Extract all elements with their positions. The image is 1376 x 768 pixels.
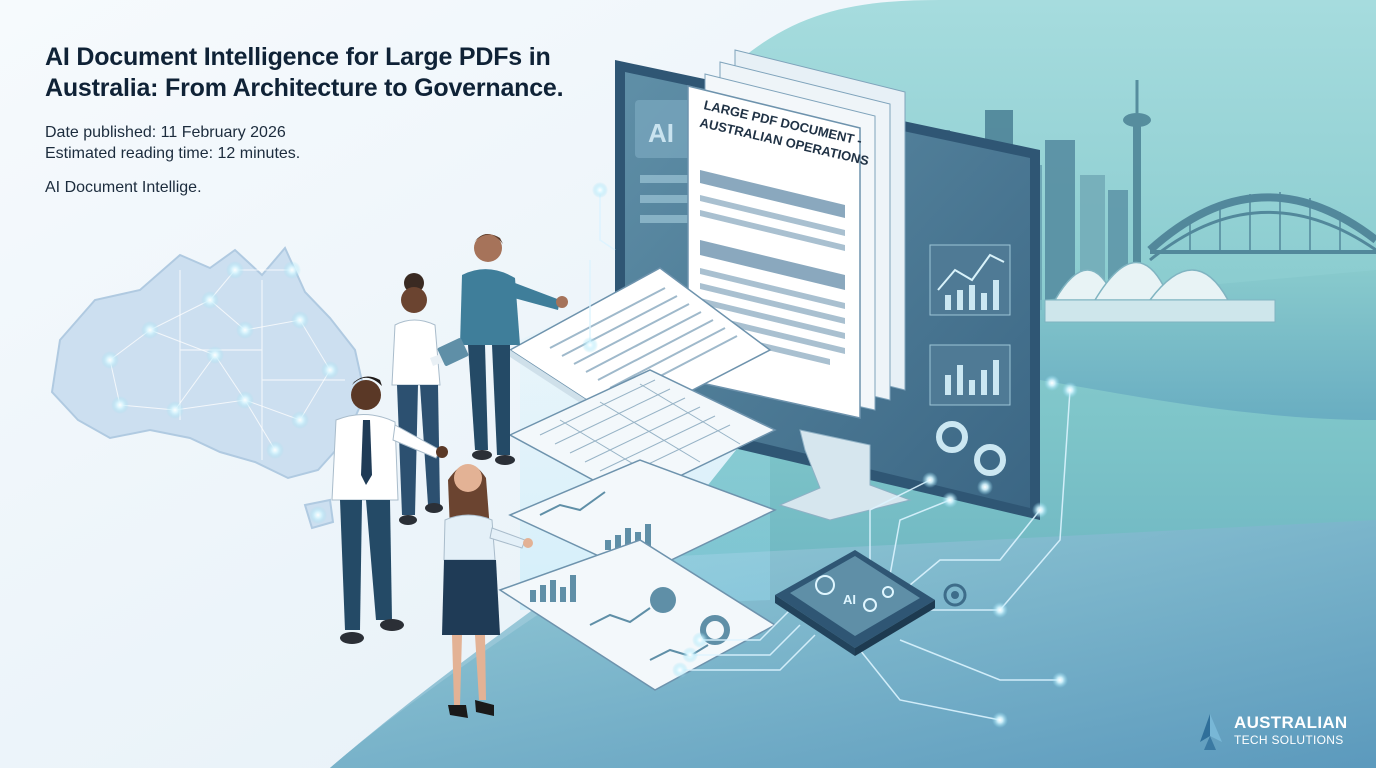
- reading-time: Estimated reading time: 12 minutes.: [45, 145, 301, 162]
- person-woman-navy-skirt: [442, 464, 533, 718]
- logo-name: AUSTRALIAN: [1234, 713, 1348, 732]
- circuit-lines: [589, 190, 1071, 721]
- logo-mark-icon: [1200, 714, 1222, 750]
- article-meta: Date published: 11 February 2026 Estimat…: [45, 122, 605, 164]
- person-man-teal-sweater: [460, 233, 568, 465]
- person-woman-with-tablet: [391, 273, 469, 525]
- date-published: Date published: 11 February 2026: [45, 124, 286, 141]
- article-title: AI Document Intelligence for Large PDFs …: [45, 43, 564, 102]
- article-tagline: AI Document Intellige.: [45, 179, 202, 196]
- company-logo: AUSTRALIAN TECH SOLUTIONS: [1196, 712, 1366, 752]
- article-header: AI Document Intelligence for Large PDFs …: [45, 42, 605, 198]
- australia-map: [50, 246, 367, 530]
- person-man-with-tie: [331, 376, 448, 644]
- svg-text:AI: AI: [648, 118, 674, 148]
- floating-pages: [498, 267, 777, 691]
- ai-chip: AI: [775, 550, 967, 656]
- logo-subtitle: TECH SOLUTIONS: [1234, 733, 1344, 747]
- svg-text:AI: AI: [843, 592, 856, 607]
- team-of-people: [331, 233, 568, 718]
